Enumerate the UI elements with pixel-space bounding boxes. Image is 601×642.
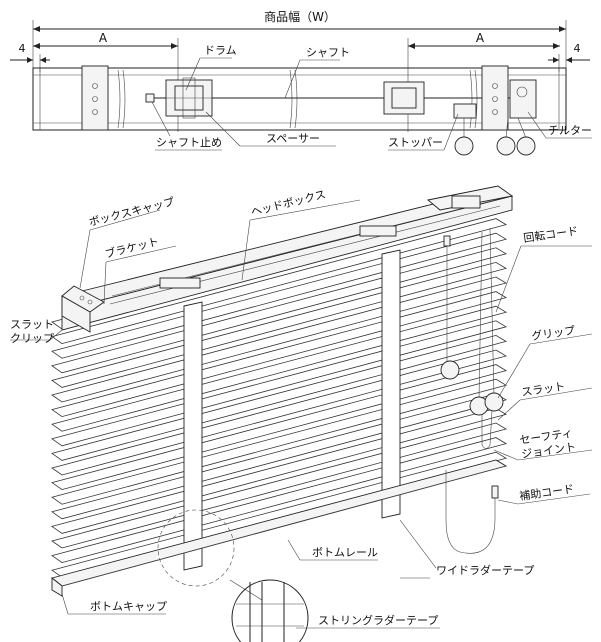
top-view-headbox bbox=[32, 65, 567, 156]
head-box bbox=[61, 185, 514, 333]
label-bottom-rail: ボトムレール bbox=[312, 546, 378, 559]
top-tilter bbox=[453, 79, 537, 156]
tilt-cords bbox=[440, 227, 504, 554]
label-drum: ドラム bbox=[204, 44, 237, 57]
label-box-cap: ボックスキャップ bbox=[88, 195, 176, 229]
perspective-blind bbox=[10, 185, 593, 642]
top-bracket-left bbox=[81, 65, 109, 131]
top-bracket-right bbox=[481, 65, 509, 131]
label-slat: スラット bbox=[521, 380, 566, 399]
grip-right bbox=[484, 392, 504, 412]
label-slat-clip-1: スラット bbox=[10, 318, 54, 331]
top-drum-assembly bbox=[165, 77, 213, 119]
label-shaft-stop: シャフト止め bbox=[156, 136, 222, 149]
label-tilt-cord: 回転コード bbox=[523, 224, 579, 245]
slat bbox=[51, 218, 508, 345]
label-bottom-cap: ボトムキャップ bbox=[90, 600, 167, 613]
bottom-rail bbox=[51, 459, 508, 597]
tilt-wand-knob bbox=[440, 360, 460, 380]
label-bracket: ブラケット bbox=[103, 234, 160, 261]
magnifier-detail bbox=[157, 509, 309, 642]
label-spacer: スペーサー bbox=[266, 132, 320, 145]
blind-leaders bbox=[10, 199, 593, 629]
label-slat-clip-2: クリップ bbox=[10, 332, 54, 345]
label-grip: グリップ bbox=[530, 323, 576, 343]
label-tilter: チルター bbox=[548, 124, 592, 137]
top-view-leaders bbox=[151, 57, 592, 151]
width-dimension-label: 商品幅（W） bbox=[264, 9, 336, 24]
label-string-ladder-tape: ストリングラダーテープ bbox=[318, 613, 438, 627]
wide-ladder-tape-left bbox=[183, 301, 203, 571]
label-shaft: シャフト bbox=[306, 46, 350, 59]
gap-right-label: 4 bbox=[574, 42, 581, 55]
a-right-label: A bbox=[476, 31, 485, 45]
label-wide-ladder-tape: ワイドラダーテープ bbox=[436, 563, 534, 577]
top-spacer-assembly bbox=[383, 81, 425, 115]
label-stopper: ストッパー bbox=[388, 136, 443, 149]
gap-left-label: 4 bbox=[19, 42, 26, 55]
wide-ladder-tape-right bbox=[381, 249, 401, 519]
a-left-label: A bbox=[99, 31, 108, 45]
label-head-box: ヘッドボックス bbox=[250, 188, 328, 219]
